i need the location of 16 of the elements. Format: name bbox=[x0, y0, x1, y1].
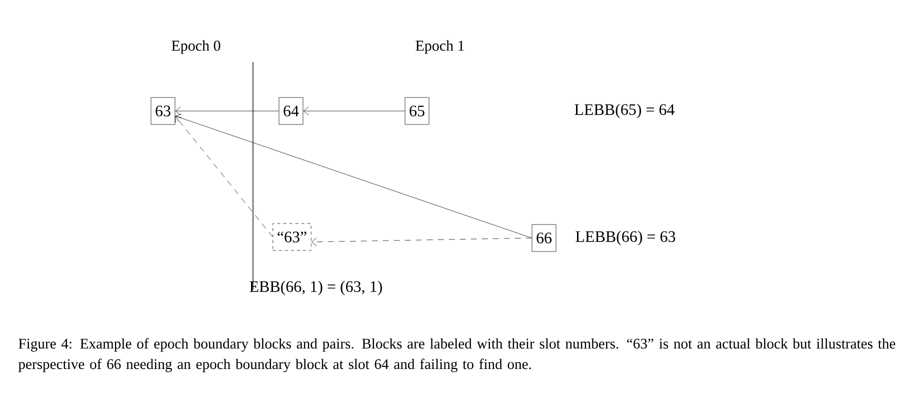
arrow bbox=[175, 114, 532, 238]
arrow bbox=[303, 106, 405, 116]
block-box: 63 bbox=[150, 97, 176, 125]
epoch-label: Epoch 0 bbox=[172, 40, 220, 54]
block-box: 64 bbox=[278, 97, 304, 125]
placeholder-box: “63” bbox=[272, 223, 312, 251]
block-box: 66 bbox=[532, 224, 556, 252]
arrow bbox=[311, 238, 532, 246]
block-box: 65 bbox=[404, 97, 430, 125]
epoch-label: Epoch 1 bbox=[416, 40, 464, 54]
formula-label: LEBB(66) = 63 bbox=[576, 230, 676, 246]
formula-label: LEBB(65) = 64 bbox=[574, 104, 675, 118]
caption: Figure 4: Example of epoch boundary blocks and pairs. Blocks are labeled with their slot numbers. “63” is not an actual block but illustrates the perspective of 66 needing an epoch boundary block at slot 64 and failing to find one. bbox=[18, 338, 896, 372]
arrow bbox=[175, 106, 279, 116]
formula-label: EBB(66, 1) = (63, 1) bbox=[250, 280, 382, 296]
arrow bbox=[175, 116, 273, 238]
